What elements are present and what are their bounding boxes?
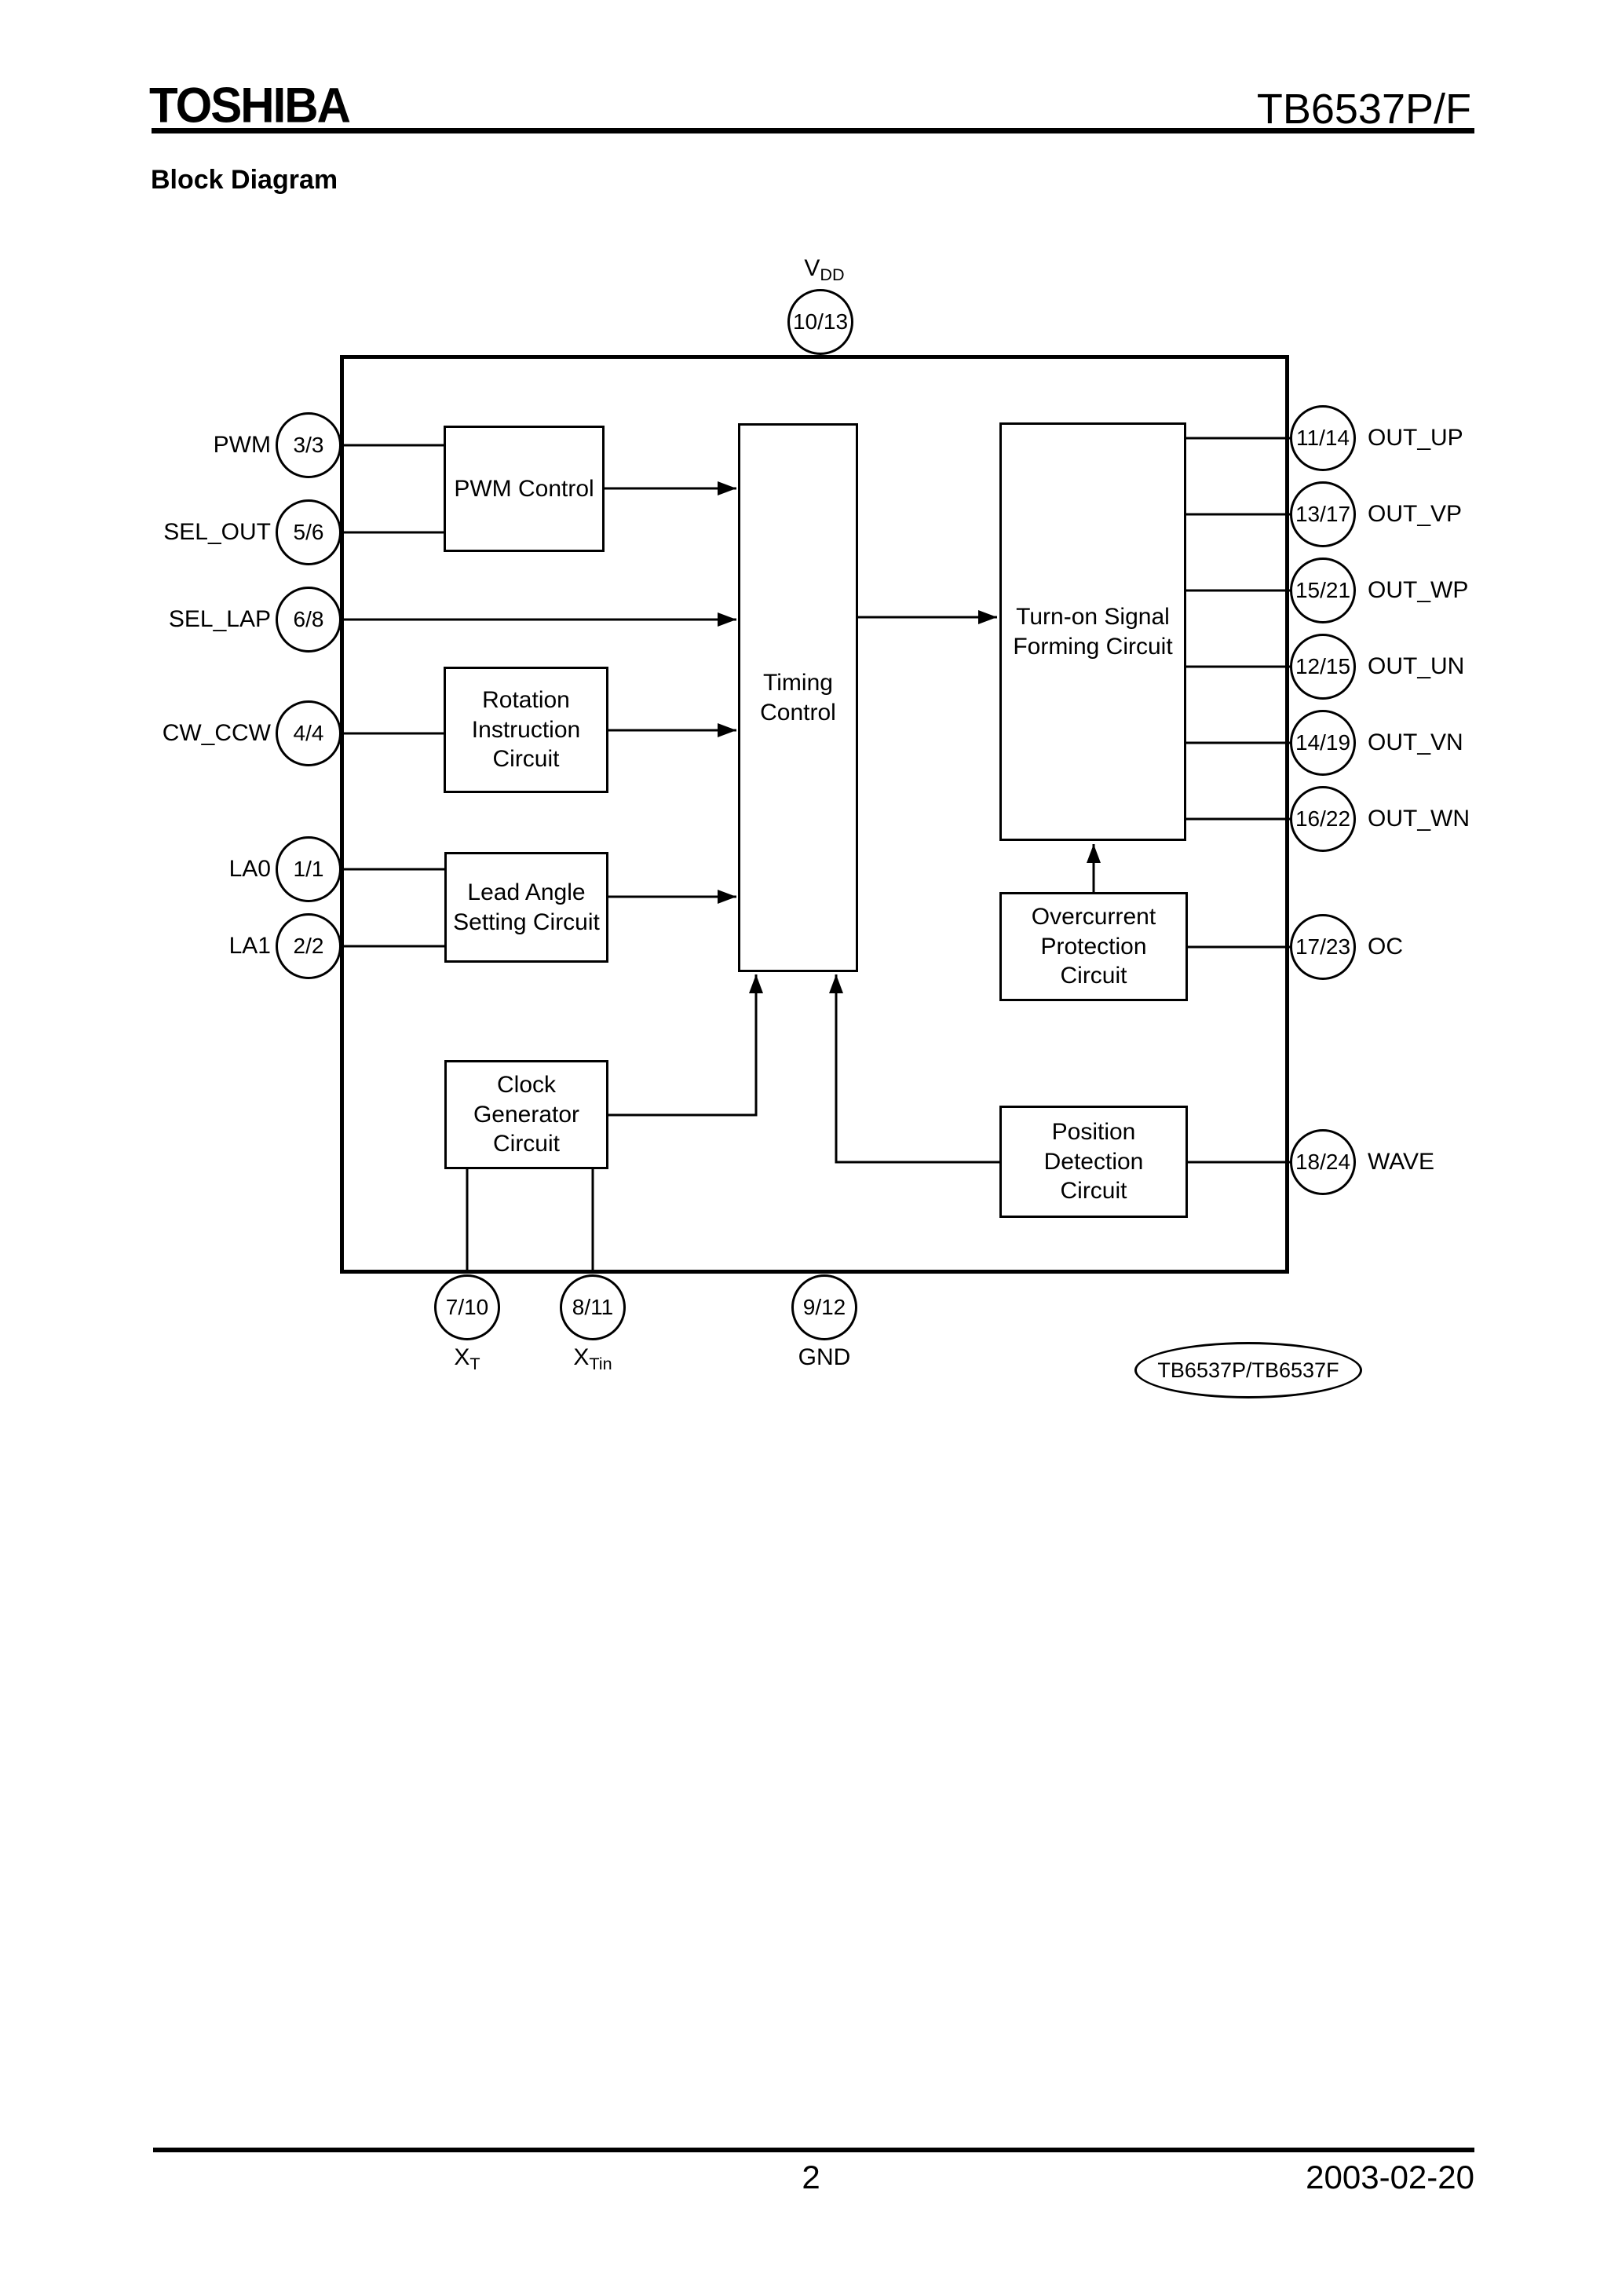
block-clock-generator: Clock Generator Circuit xyxy=(444,1060,608,1169)
pin-out-un-label: OUT_UN xyxy=(1368,653,1465,679)
block-turn-on-signal: Turn-on Signal Forming Circuit xyxy=(999,422,1186,841)
pin-cw-ccw-circle: 4/4 xyxy=(276,700,342,766)
pin-gnd-label: GND xyxy=(798,1344,851,1370)
pin-oc-label: OC xyxy=(1368,934,1403,960)
pin-vdd-circle: 10/13 xyxy=(787,289,853,355)
pin-gnd-circle: 9/12 xyxy=(791,1274,857,1340)
pin-la1-circle: 2/2 xyxy=(276,913,342,979)
chip-outline xyxy=(340,355,1289,1274)
footer-date: 2003-02-20 xyxy=(1306,2159,1474,2195)
block-rotation-instruction: Rotation Instruction Circuit xyxy=(444,667,608,793)
pin-out-wn-circle: 16/22 xyxy=(1290,786,1356,852)
block-overcurrent-protection: Overcurrent Protection Circuit xyxy=(999,892,1188,1001)
block-timing-control: Timing Control xyxy=(738,423,858,972)
block-lead-angle: Lead Angle Setting Circuit xyxy=(444,852,608,963)
pin-out-un-circle: 12/15 xyxy=(1290,634,1356,700)
pin-cw-ccw-label: CW_CCW xyxy=(162,720,271,746)
pin-pwm-circle: 3/3 xyxy=(276,412,342,478)
pin-out-vn-circle: 14/19 xyxy=(1290,710,1356,776)
pin-la0-label: LA0 xyxy=(228,856,271,882)
pin-la1-label: LA1 xyxy=(228,933,271,959)
pin-wave-label: WAVE xyxy=(1368,1149,1435,1175)
block-pwm-control: PWM Control xyxy=(444,426,605,552)
pin-sel-out-label: SEL_OUT xyxy=(163,519,271,545)
header-rule xyxy=(152,128,1474,133)
footer-page-number: 2 xyxy=(802,2159,820,2195)
pin-oc-circle: 17/23 xyxy=(1290,914,1356,980)
pin-out-vn-label: OUT_VN xyxy=(1368,729,1463,755)
footer-rule xyxy=(153,2148,1474,2152)
page-title: Block Diagram xyxy=(151,165,338,195)
pin-out-up-circle: 11/14 xyxy=(1290,405,1356,471)
pin-la0-circle: 1/1 xyxy=(276,836,342,902)
pin-xt-circle: 7/10 xyxy=(434,1274,500,1340)
block-position-detection: Position Detection Circuit xyxy=(999,1106,1188,1218)
pin-sel-out-circle: 5/6 xyxy=(276,499,342,565)
pin-out-wn-label: OUT_WN xyxy=(1368,806,1470,832)
pin-out-vp-circle: 13/17 xyxy=(1290,481,1356,547)
pin-out-up-label: OUT_UP xyxy=(1368,425,1463,451)
pin-pwm-label: PWM xyxy=(213,432,271,458)
pin-xt-label: XT xyxy=(454,1344,480,1374)
pin-sel-lap-circle: 6/8 xyxy=(276,587,342,653)
pin-xtin-circle: 8/11 xyxy=(560,1274,626,1340)
chip-name-oval: TB6537P/TB6537F xyxy=(1134,1342,1362,1398)
toshiba-logo: TOSHIBA xyxy=(149,78,351,133)
pin-out-vp-label: OUT_VP xyxy=(1368,501,1463,527)
pin-xtin-label: XTin xyxy=(573,1344,612,1374)
pin-vdd-label: VDD xyxy=(804,255,845,285)
pin-out-wp-label: OUT_WP xyxy=(1368,577,1469,603)
pin-wave-circle: 18/24 xyxy=(1290,1129,1356,1195)
pin-out-wp-circle: 15/21 xyxy=(1290,558,1356,623)
part-number: TB6537P/F xyxy=(1256,86,1471,133)
pin-sel-lap-label: SEL_LAP xyxy=(168,606,271,632)
